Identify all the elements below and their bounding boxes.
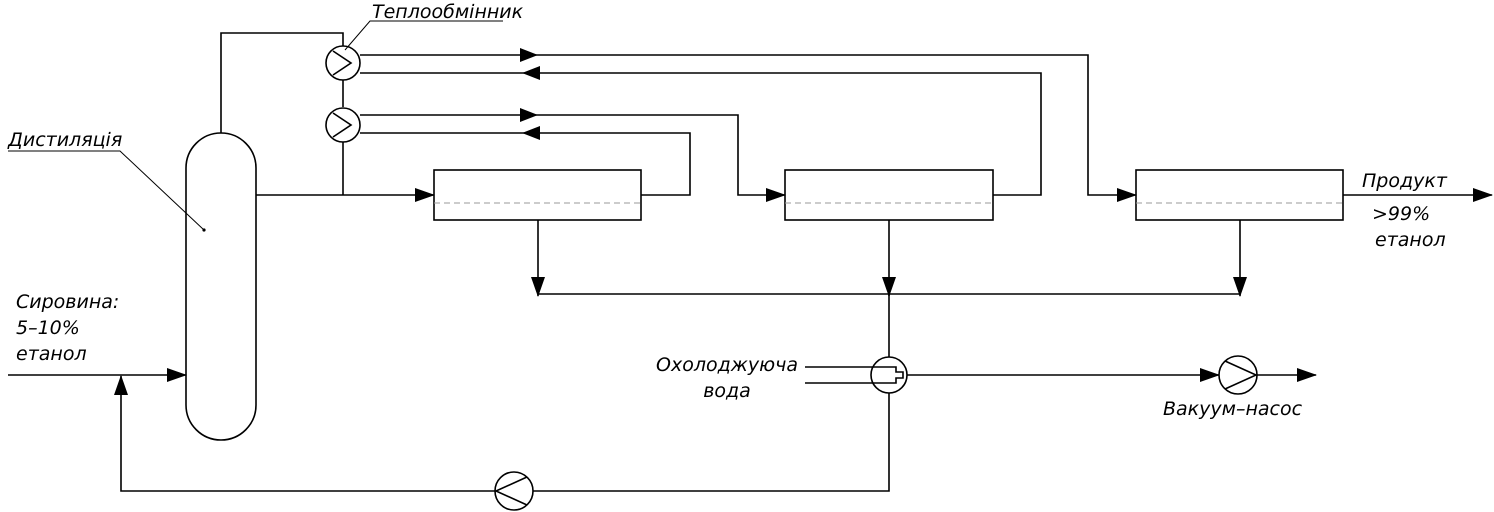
- feed-to-unit-3-arrow: [520, 48, 538, 62]
- retentate-1-return-arrow: [522, 126, 540, 140]
- vapor-line-top: [220, 32, 344, 133]
- product-label-2: >99%: [1372, 203, 1430, 225]
- cooling-water-label-2: вода: [703, 380, 751, 402]
- heat-exchanger-1: [325, 45, 361, 81]
- heat-exchanger-label: Теплообмінник: [372, 1, 524, 23]
- feed-label-2: 5–10%: [16, 317, 80, 339]
- feed-to-unit-3: [360, 54, 1137, 202]
- product-label-1: Продукт: [1362, 170, 1448, 192]
- distillation-column: [185, 132, 257, 441]
- condensate-recycle: [533, 393, 890, 492]
- membrane-unit-1: [433, 169, 642, 221]
- vacuum-pump: [1218, 355, 1258, 395]
- heat-exchanger-leader: [344, 20, 503, 51]
- retentate-2-return-arrow: [522, 66, 540, 80]
- condenser: [870, 356, 908, 394]
- feed-label-3: етанол: [16, 343, 87, 365]
- recycle-to-feed: [114, 375, 495, 492]
- membrane-unit-2: [784, 169, 994, 221]
- feed-label-1: Сировина:: [16, 291, 119, 313]
- heat-exchanger-2: [325, 107, 361, 143]
- feed-to-unit-2: [360, 114, 786, 202]
- cooling-water-label-1: Охолоджуюча: [656, 354, 798, 376]
- product-label-3: етанол: [1375, 229, 1446, 251]
- vacuum-pump-label: Вакуум–насос: [1163, 398, 1303, 420]
- membrane-unit-3: [1135, 169, 1344, 221]
- feed-to-unit-2-arrow: [520, 108, 538, 122]
- retentate-1-return: [522, 132, 691, 196]
- recycle-pump: [494, 471, 534, 511]
- retentate-2-return: [360, 72, 1042, 196]
- distillation-label: Дистиляція: [7, 129, 122, 151]
- distillation-leader: [8, 150, 205, 231]
- distillation-leader-dot: [202, 228, 206, 232]
